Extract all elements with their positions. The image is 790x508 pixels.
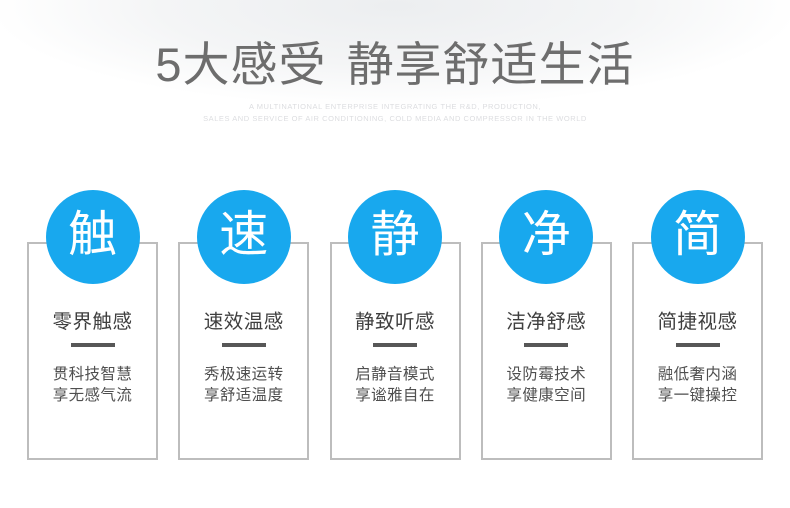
card-body: 洁净舒感 设防霉技术 享健康空间 xyxy=(481,242,612,406)
card-description-line-1: 融低奢内涵 xyxy=(657,366,738,383)
feature-card-5[interactable]: 简 简捷视感 融低奢内涵 享一键操控 xyxy=(632,190,763,460)
subtitle-line-2: SALES AND SERVICE OF AIR CONDITIONING, C… xyxy=(203,113,587,123)
card-description-line-1: 贯科技智慧 xyxy=(52,366,133,383)
title-divider xyxy=(675,343,720,347)
title-divider xyxy=(70,343,115,347)
card-title: 零界触感 xyxy=(52,311,133,333)
card-description-line-2: 享无感气流 xyxy=(52,387,133,404)
card-title: 速效温感 xyxy=(203,311,284,333)
page-title: 5大感受静享舒适生活 xyxy=(0,38,790,92)
card-title: 洁净舒感 xyxy=(506,311,587,333)
feature-card-list: 触 零界触感 贯科技智慧 享无感气流 速 速效温感 秀极速运转 享舒适温度 xyxy=(27,190,763,460)
card-description-line-2: 享健康空间 xyxy=(506,387,586,404)
badge-character: 速 xyxy=(219,208,269,262)
card-title: 静致听感 xyxy=(354,311,435,333)
banner-header: 5大感受静享舒适生活 A MULTINATIONAL ENTERPRISE IN… xyxy=(0,38,790,124)
badge-circle-icon: 简 xyxy=(650,190,745,284)
card-description-line-2: 享舒适温度 xyxy=(203,387,284,404)
card-body: 零界触感 贯科技智慧 享无感气流 xyxy=(27,242,158,406)
feature-card-3[interactable]: 静 静致听感 启静音模式 享谧雅自在 xyxy=(329,190,461,460)
badge-circle-icon: 触 xyxy=(45,190,140,284)
card-description-line-1: 设防霉技术 xyxy=(506,366,586,383)
card-description-line-2: 享一键操控 xyxy=(657,387,738,404)
card-title: 简捷视感 xyxy=(657,311,738,333)
card-body: 速效温感 秀极速运转 享舒适温度 xyxy=(178,242,309,406)
subtitle-line-1: A MULTINATIONAL ENTERPRISE INTEGRATING T… xyxy=(248,102,542,111)
badge-character: 净 xyxy=(521,208,571,262)
feature-card-1[interactable]: 触 零界触感 贯科技智慧 享无感气流 xyxy=(27,190,158,460)
feature-card-2[interactable]: 速 速效温感 秀极速运转 享舒适温度 xyxy=(178,190,310,460)
card-body: 静致听感 启静音模式 享谧雅自在 xyxy=(330,242,461,406)
badge-circle-icon: 静 xyxy=(348,190,442,284)
card-description-line-1: 启静音模式 xyxy=(355,366,435,383)
badge-character: 简 xyxy=(672,208,722,262)
card-description-line-1: 秀极速运转 xyxy=(203,366,284,383)
feature-card-4[interactable]: 净 洁净舒感 设防霉技术 享健康空间 xyxy=(480,190,612,460)
title-divider xyxy=(373,343,417,347)
title-divider xyxy=(221,343,266,347)
badge-circle-icon: 净 xyxy=(499,190,594,284)
card-description-line-2: 享谧雅自在 xyxy=(355,387,435,404)
headline-primary: 5大感受 xyxy=(155,38,327,91)
badge-character: 触 xyxy=(67,208,117,262)
title-divider xyxy=(524,343,569,347)
card-body: 简捷视感 融低奢内涵 享一键操控 xyxy=(632,242,763,406)
badge-circle-icon: 速 xyxy=(196,190,291,284)
headline-secondary: 静享舒适生活 xyxy=(346,38,635,91)
badge-character: 静 xyxy=(370,208,420,262)
